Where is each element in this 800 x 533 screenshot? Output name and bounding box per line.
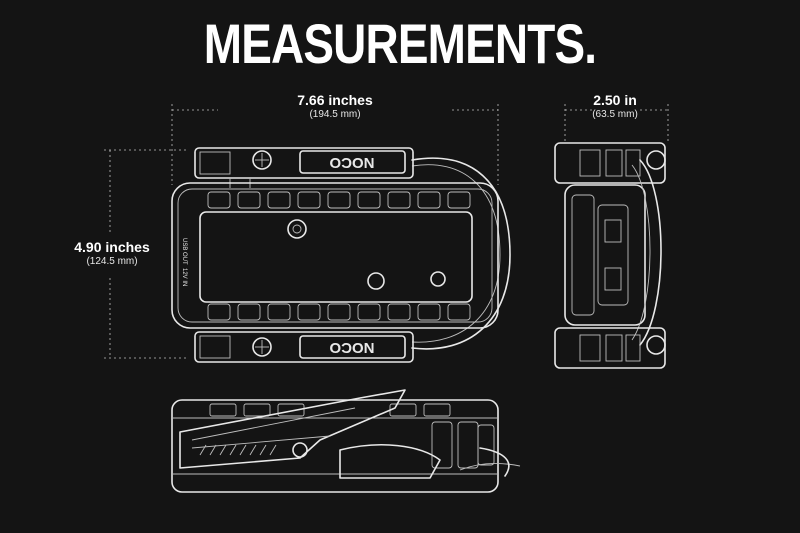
height-imperial: 4.90 inches [74,239,150,255]
port-label-a: USB OUT [181,238,187,265]
top-view-drawing: NOCO [171,147,511,363]
side-view-drawing [554,142,666,369]
height-metric: (124.5 mm) [86,256,138,267]
brand-mark-lower: NOCO [329,339,374,356]
mount-hole-upper [287,219,307,239]
width-metric: (194.5 mm) [309,109,361,120]
dimension-lines [104,104,669,359]
height-dimension-label: 4.90 inches (124.5 mm) [52,239,172,268]
depth-imperial: 2.50 in [593,92,637,108]
mount-hole-lower-left [367,272,385,290]
depth-dimension-label: 2.50 in (63.5 mm) [560,92,670,121]
page-title: MEASUREMENTS. [203,12,597,75]
side-view-body [564,184,646,326]
width-imperial: 7.66 inches [297,92,373,108]
front-view-clamp [179,389,406,469]
front-view-body [171,399,499,493]
front-view-drawing [171,389,521,493]
side-view-top-clamp [554,142,666,184]
upper-clamp: NOCO [194,147,414,188]
top-view-body [171,182,499,329]
width-dimension-label: 7.66 inches (194.5 mm) [220,92,450,121]
mount-hole-lower-right [430,271,446,287]
top-view-panel [199,211,473,303]
top-view-handle [411,157,511,350]
lower-clamp: NOCO [194,331,414,363]
side-view-bottom-clamp [554,327,666,369]
brand-mark-upper: NOCO [329,154,374,171]
depth-metric: (63.5 mm) [592,109,638,120]
side-view-handle [639,159,662,346]
port-label-b: 12V IN [181,268,187,286]
